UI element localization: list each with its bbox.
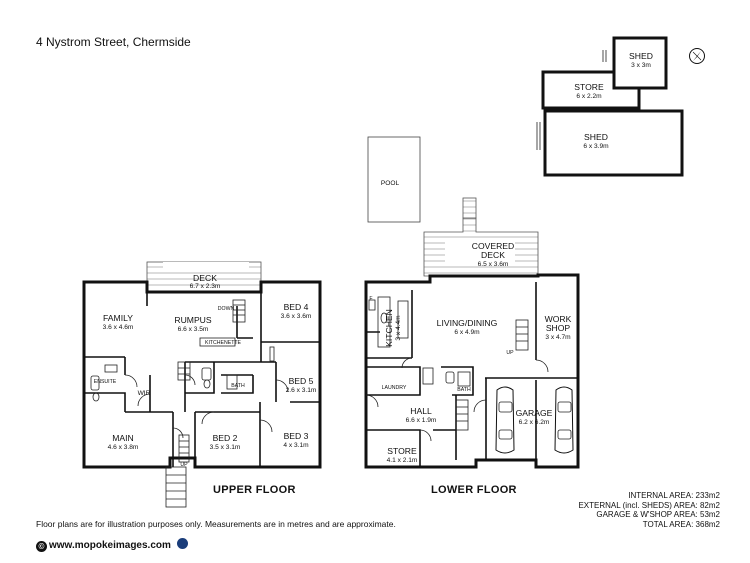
deck-label: DECK	[193, 273, 217, 283]
bed5-dims: 2.6 x 3.1m	[286, 387, 317, 394]
living-dining-dims: 6 x 4.9m	[454, 329, 480, 336]
total-area: TOTAL AREA: 368m2	[642, 519, 720, 529]
upper-up-label: UP	[180, 462, 188, 468]
bed2-dims: 3.5 x 3.1m	[210, 444, 241, 451]
workshop-dims: 3 x 4.7m	[545, 334, 571, 341]
upper-floor-title: UPPER FLOOR	[213, 484, 296, 496]
hall-label: HALL	[410, 406, 432, 416]
family-label: FAMILY	[103, 313, 133, 323]
garage-dims: 6.2 x 6.2m	[519, 419, 550, 426]
workshop-label: WORK	[545, 314, 572, 324]
outbuildings: SHED 3 x 3m STORE 6 x 2.2m SHED 6 x 3.9m	[536, 36, 684, 177]
main-bedroom-label: MAIN	[112, 433, 133, 443]
garage-label: GARAGE	[516, 408, 553, 418]
bed4-dims: 3.6 x 3.6m	[281, 313, 312, 320]
living-dining-label: LIVING/DINING	[437, 318, 498, 328]
shed-large-dims: 6 x 3.9m	[583, 143, 609, 150]
upper-bath-label: BATH	[231, 383, 245, 389]
area-summary: INTERNAL AREA: 233m2 EXTERNAL (incl. SHE…	[578, 491, 720, 529]
store-outbuilding-dims: 6 x 2.2m	[576, 93, 602, 100]
ensuite-label: ENSUITE	[94, 379, 117, 385]
rumpus-label: RUMPUS	[174, 315, 212, 325]
store-outbuilding-label: STORE	[574, 82, 604, 92]
shed-large-label: SHED	[584, 132, 608, 142]
laundry-label: LAUNDRY	[382, 385, 407, 391]
lower-store-label: STORE	[387, 446, 417, 456]
pool	[367, 136, 421, 223]
wir-label: WIR	[138, 390, 151, 397]
lower-store-dims: 4.1 x 2.1m	[387, 457, 418, 464]
disclaimer: Floor plans are for illustration purpose…	[36, 519, 396, 529]
bed3-label: BED 3	[284, 431, 309, 441]
external-area: EXTERNAL (incl. SHEDS) AREA: 82m2	[578, 500, 720, 510]
lower-floor-title: LOWER FLOOR	[431, 484, 517, 496]
lower-bath-label: BATH	[457, 387, 471, 393]
deck-dims: 6.7 x 2.3m	[190, 283, 221, 290]
upper-floor-plan: DECK 6.7 x 2.3m FAMILY 3.6 x 4.6m RUMPUS…	[82, 261, 322, 508]
upper-down-label: DOWN	[218, 306, 235, 312]
garage-cars	[495, 386, 574, 454]
kitchen-dims: 3 x 4.4m	[395, 315, 402, 341]
bed5-label: BED 5	[289, 376, 314, 386]
covered-deck-dims: 6.5 x 3.6m	[478, 261, 509, 268]
shed-large	[543, 109, 684, 177]
website-footer: ©www.mopokeimages.com	[36, 538, 188, 552]
bed2-label: BED 2	[213, 433, 238, 443]
bed3-dims: 4 x 3.1m	[283, 442, 309, 449]
shed-small	[612, 36, 668, 90]
hall-dims: 6.6 x 1.9m	[406, 417, 437, 424]
garage-area: GARAGE & W'SHOP AREA: 53m2	[596, 510, 720, 520]
mopoke-logo-icon	[176, 538, 188, 549]
copyright-icon: ©	[36, 541, 47, 552]
internal-area: INTERNAL AREA: 233m2	[628, 491, 720, 500]
kitchen-label: KITCHEN	[384, 309, 394, 347]
covered-deck-label-2: DECK	[481, 250, 505, 260]
lower-floor-plan: COVERED DECK 6.5 x 3.6m KITCHEN 3 x 4.4m…	[364, 197, 580, 469]
pool-label: POOL	[381, 180, 400, 187]
store-outbuilding	[541, 70, 641, 110]
lower-up-label: UP	[506, 350, 514, 356]
fridge-label: F	[369, 296, 372, 302]
north-arrow-icon	[689, 48, 705, 64]
rumpus-dims: 6.6 x 3.5m	[178, 326, 209, 333]
property-address: 4 Nystrom Street, Chermside	[36, 35, 191, 49]
covered-deck-label: COVERED	[472, 241, 515, 251]
main-bedroom-dims: 4.6 x 3.8m	[108, 444, 139, 451]
workshop-label-2: SHOP	[546, 323, 571, 333]
kitchenette-label: KITCHENETTE	[205, 340, 242, 346]
website-link[interactable]: www.mopokeimages.com	[49, 540, 171, 551]
bed4-label: BED 4	[284, 302, 309, 312]
family-dims: 3.6 x 4.6m	[103, 324, 134, 331]
shed-small-dims: 3 x 3m	[631, 62, 651, 69]
shed-small-label: SHED	[629, 51, 653, 61]
